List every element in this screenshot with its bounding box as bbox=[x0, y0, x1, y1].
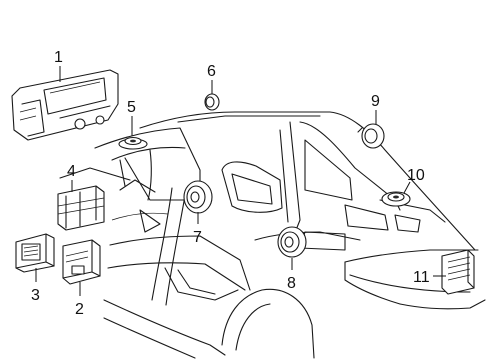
callout-leaders bbox=[35, 66, 446, 296]
callout-labels: 1 2 3 4 5 6 7 8 9 10 11 bbox=[31, 49, 430, 318]
part-5-speaker bbox=[118, 136, 148, 150]
callout-2: 2 bbox=[75, 301, 84, 318]
callout-1: 1 bbox=[54, 49, 63, 66]
vehicle-body bbox=[59, 111, 486, 359]
callout-8: 8 bbox=[287, 275, 296, 292]
callout-11: 11 bbox=[413, 269, 430, 286]
callout-6: 6 bbox=[207, 63, 216, 80]
callout-9: 9 bbox=[371, 93, 380, 110]
part-4-bracket-module bbox=[57, 185, 105, 231]
part-1-radio-display bbox=[11, 69, 119, 141]
part-8-speaker bbox=[277, 226, 307, 258]
callout-4: 4 bbox=[67, 163, 76, 180]
part-6-speaker bbox=[204, 93, 220, 111]
callout-3: 3 bbox=[31, 287, 40, 304]
part-2-control-module bbox=[62, 239, 101, 285]
part-7-speaker bbox=[183, 180, 213, 214]
callout-10: 10 bbox=[407, 167, 425, 184]
part-10-speaker bbox=[381, 191, 411, 207]
callout-5: 5 bbox=[127, 99, 136, 116]
part-11-amplifier bbox=[441, 249, 475, 295]
part-9-speaker bbox=[357, 123, 385, 149]
callout-7: 7 bbox=[193, 229, 202, 246]
part-3-module bbox=[15, 233, 55, 273]
